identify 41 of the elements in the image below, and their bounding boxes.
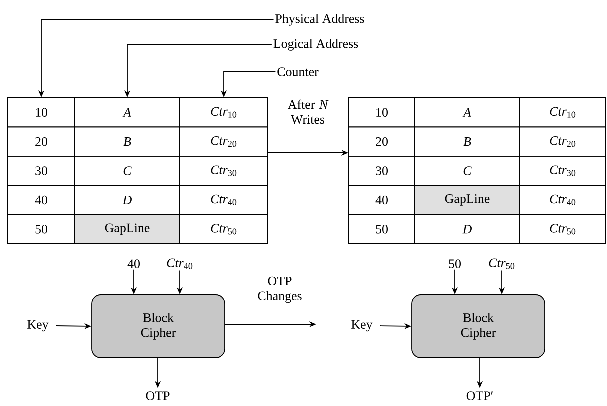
label-text: Logical Address <box>274 39 358 51</box>
table-cell: Ctr$_{50}$ <box>520 214 606 244</box>
label-text: OTP′ <box>466 392 493 400</box>
table-cell: Ctr$_{30}$ <box>520 156 606 186</box>
table-cell: Ctr$_{40}$ <box>520 185 606 216</box>
label-text: Ctr$_{40}$ <box>167 258 193 270</box>
label-text: Physical Address <box>276 14 364 26</box>
edge-label: After N Writes <box>288 100 329 124</box>
label-text: Ctr$_{50}$ <box>489 258 515 270</box>
table-cell: Ctr$_{10}$ <box>180 98 268 128</box>
label-text: 40 <box>128 260 140 268</box>
table-cell: C <box>74 156 180 186</box>
table-cell: A <box>74 98 180 128</box>
table-cell: A <box>414 98 520 128</box>
table-cell: 50 <box>348 214 416 244</box>
table-cell: 30 <box>348 156 416 186</box>
table-cell: Ctr$_{30}$ <box>180 156 268 186</box>
block-cipher-box: Block Cipher <box>92 294 226 358</box>
table-cell: Ctr$_{20}$ <box>520 126 606 157</box>
table-cell: Ctr$_{50}$ <box>180 214 268 244</box>
table-cell: 10 <box>348 98 416 128</box>
table-cell: Ctr$_{20}$ <box>180 126 268 157</box>
label-text: Key <box>28 320 49 332</box>
table-cell: GapLine <box>74 214 180 244</box>
table-cell: GapLine <box>414 185 520 216</box>
table-cell: B <box>74 126 180 157</box>
block-cipher-box: Block Cipher <box>412 294 546 358</box>
label-text: 50 <box>449 260 461 268</box>
table-cell: Ctr$_{10}$ <box>520 98 606 128</box>
table-cell: 40 <box>8 185 76 216</box>
label-text: Counter <box>278 68 319 76</box>
table-cell: B <box>414 126 520 157</box>
table-cell: Ctr$_{40}$ <box>180 185 268 216</box>
label-text: OTP <box>146 392 170 400</box>
table-cell: 20 <box>348 126 416 157</box>
table-cell: 30 <box>8 156 76 186</box>
table-cell: 10 <box>8 98 76 128</box>
table-cell: 20 <box>8 126 76 157</box>
table-cell: D <box>414 214 520 244</box>
edge-label: OTP Changes <box>258 276 302 304</box>
label-text: Key <box>352 320 373 332</box>
